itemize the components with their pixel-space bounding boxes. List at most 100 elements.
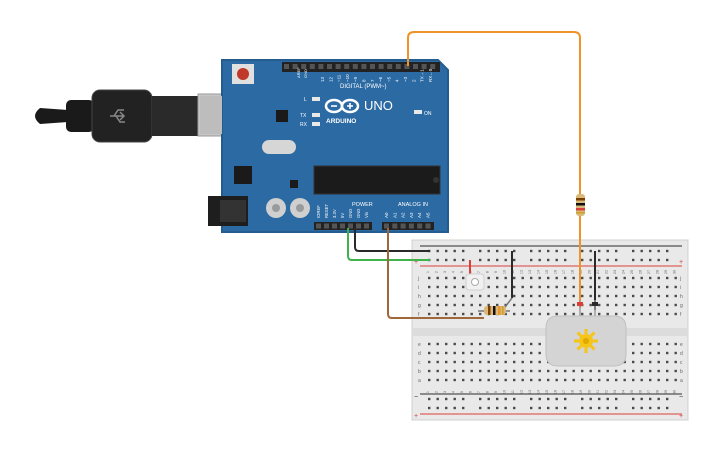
rail-hole [581, 406, 584, 410]
digital-pin-label: 4 [395, 79, 400, 82]
grid-hole [453, 276, 456, 280]
rail-hole [564, 397, 567, 401]
arduino-brand: ARDUINO [326, 118, 356, 125]
grid-hole [513, 369, 516, 373]
rail-hole [598, 397, 601, 401]
column-label: 16 [554, 270, 558, 274]
header-hole [395, 64, 401, 69]
row-label: c [680, 360, 683, 366]
photoresistor-sensor[interactable] [465, 273, 485, 291]
rail-hole [445, 249, 448, 253]
grid-hole [640, 285, 643, 289]
header-hole [301, 64, 307, 69]
header-hole [378, 64, 384, 69]
rail-hole [666, 406, 669, 410]
grid-hole [640, 312, 643, 316]
grid-hole [428, 351, 431, 355]
grid-hole [538, 312, 541, 316]
grid-hole [649, 351, 652, 355]
grid-hole [598, 312, 601, 316]
brown-a0-wire[interactable] [387, 228, 484, 319]
grid-hole [538, 285, 541, 289]
grid-hole [649, 276, 652, 280]
green-5v-wire[interactable] [347, 228, 430, 261]
grid-hole [428, 285, 431, 289]
header-hole [324, 223, 329, 229]
column-label: 8 [486, 391, 490, 393]
analog-label: ANALOG IN [398, 202, 428, 208]
grid-hole [657, 303, 660, 307]
grid-hole [623, 294, 626, 298]
column-label: 10 [503, 390, 507, 394]
led-l-label: L [304, 97, 307, 103]
rail-hole [487, 258, 490, 262]
gnd-label: GND [303, 69, 308, 78]
power-jack-icon[interactable] [208, 196, 248, 226]
orange-signal-wire[interactable] [407, 31, 581, 196]
rail-hole [479, 406, 482, 410]
rail-hole [598, 406, 601, 410]
grid-hole [640, 342, 643, 346]
grid-hole [479, 303, 482, 307]
column-label: 26 [639, 270, 643, 274]
digital-pin-label: TX→1 [420, 69, 425, 82]
grid-hole [547, 276, 550, 280]
rail-hole [666, 258, 669, 262]
grid-hole [513, 378, 516, 382]
grid-hole [445, 294, 448, 298]
grid-hole [606, 378, 609, 382]
rail-hole [589, 397, 592, 401]
rail-hole [453, 406, 456, 410]
led-rx-label: RX [300, 122, 308, 128]
rail-hole [513, 249, 516, 253]
grid-hole [623, 276, 626, 280]
black-gnd-wire[interactable] [354, 228, 430, 252]
resistor-horizontal[interactable] [478, 306, 510, 315]
reset-button-icon[interactable] [232, 64, 254, 84]
grid-hole [462, 378, 465, 382]
column-label: 18 [571, 270, 575, 274]
rail-hole [615, 258, 618, 262]
grid-hole [589, 303, 592, 307]
grid-hole [479, 369, 482, 373]
grid-hole [496, 351, 499, 355]
rail-hole [496, 406, 499, 410]
grid-hole [615, 312, 618, 316]
power-pin-label: IOREF [316, 205, 321, 218]
column-label: 14 [537, 390, 541, 394]
rail-hole [649, 249, 652, 253]
column-label: 20 [588, 270, 592, 274]
grid-hole [666, 360, 669, 364]
column-label: 30 [673, 390, 677, 394]
analog-pin-label: A0 [384, 212, 389, 218]
resistor-vertical[interactable] [576, 194, 585, 216]
row-label: f [680, 312, 682, 318]
grid-hole [513, 360, 516, 364]
grid-hole [462, 342, 465, 346]
row-label: j [679, 276, 681, 282]
grid-hole [589, 285, 592, 289]
column-label: 19 [579, 390, 583, 394]
usb-cable-icon[interactable] [35, 89, 227, 143]
grid-hole [504, 351, 507, 355]
grid-hole [521, 342, 524, 346]
grid-hole [513, 342, 516, 346]
rail-hole [581, 397, 584, 401]
rail-hole [606, 249, 609, 253]
grid-hole [445, 342, 448, 346]
uno-model: UNO [364, 98, 393, 113]
dc-motor-icon[interactable] [545, 300, 627, 367]
grid-hole [623, 369, 626, 373]
rail-hole [547, 406, 550, 410]
grid-hole [674, 276, 677, 280]
minus-bottom-label-right: − [679, 394, 683, 401]
column-label: 11 [511, 270, 515, 274]
plus-top-label: + [414, 259, 418, 266]
digital-pin-label: 12 [328, 76, 333, 82]
arduino-logo [324, 98, 360, 114]
row-label: h [418, 294, 421, 300]
grid-hole [445, 285, 448, 289]
header-hole [384, 223, 389, 229]
